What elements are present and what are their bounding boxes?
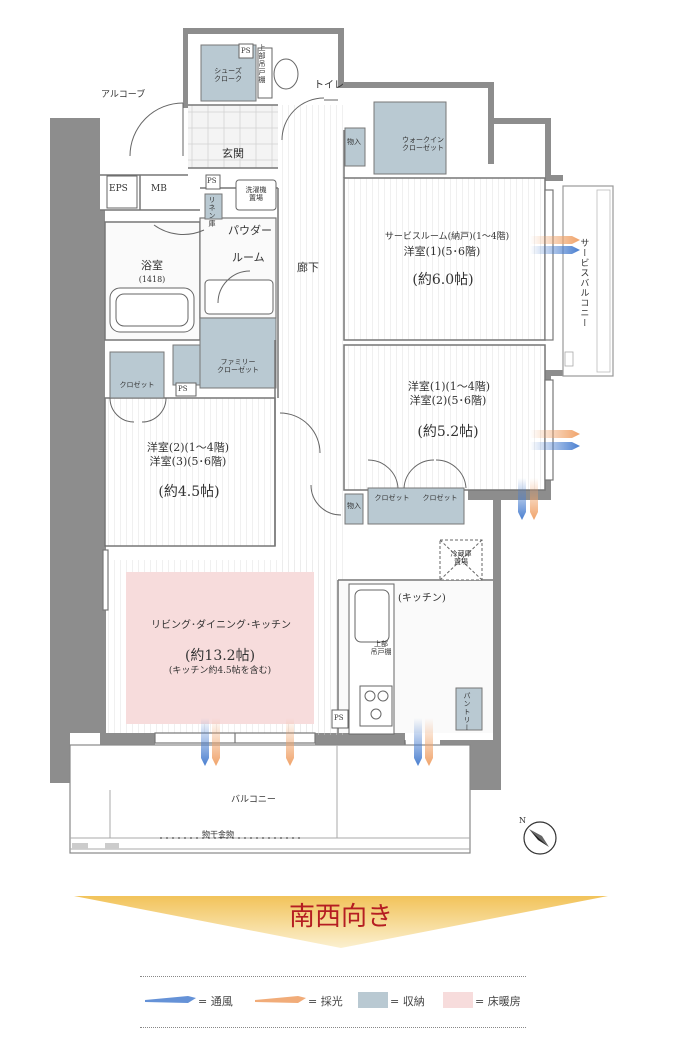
compass-icon [523, 821, 557, 855]
ldk-label: リビング･ダイニング･キッチン [151, 620, 291, 631]
shoes-closet-label: シューズ クローク [214, 67, 242, 84]
alcove-label: アルコーブ [101, 90, 146, 100]
legend-ventilation-swatch [145, 996, 196, 1003]
service-room-line2: 洋室(1)(5･6階) [403, 245, 481, 258]
interior-floor [104, 105, 546, 735]
floor-heating-area [126, 572, 314, 724]
laundry-label: 洗濯機 置場 [245, 186, 267, 203]
corridor-label: 廊下 [297, 261, 319, 274]
legend-daylight: = 採光 [308, 995, 343, 1008]
airflow-arrows [201, 236, 580, 766]
legend-floor-heating-swatch [443, 992, 473, 1008]
entrance-label: 玄関 [222, 147, 244, 160]
ps-kitchen-label: PS [334, 714, 344, 722]
direction-label: 南西向き [288, 902, 393, 932]
linen-label: リネン庫 [208, 196, 217, 228]
toilet-label: トイレ [314, 80, 344, 91]
balcony-area [69, 744, 471, 854]
legend-storage: = 収納 [390, 995, 425, 1008]
wet-area-fixtures [106, 43, 299, 397]
bath-size-label: (1418) [138, 275, 166, 284]
service-balcony-area [562, 185, 614, 377]
closet-left-label: クロゼット [119, 381, 155, 389]
legend-daylight-swatch [255, 996, 306, 1003]
legend-ventilation: = 通風 [198, 995, 233, 1008]
compass-north-label: N [519, 816, 526, 825]
ldk-note: (キッチン約4.5帖を含む) [168, 666, 272, 676]
walkin-closet-label: ウォークイン クローゼット [402, 136, 444, 153]
mb-label: MB [151, 184, 167, 194]
western2-line1: 洋室(2)(1〜4階) [146, 441, 230, 454]
family-closet-label: ファミリー クローゼット [217, 358, 259, 375]
kitchen-label: (キッチン) [398, 593, 446, 604]
upper-cabinet-kitchen-label: 上部 吊戸棚 [370, 640, 392, 657]
drying-label: 物干金物 [202, 830, 234, 839]
powder-label: パウダー [228, 224, 272, 237]
upper-cabinet-toilet-label: 上部吊戸棚 [258, 44, 267, 84]
service-balcony-label: サービスバルコニー [578, 238, 589, 328]
kitchen-fixtures [331, 539, 483, 735]
legend-floor-heating: = 床暖房 [475, 995, 521, 1008]
eps-label: EPS [109, 184, 128, 194]
service-room-size: (約6.0帖) [412, 272, 474, 288]
ldk-size: (約13.2帖) [184, 648, 256, 664]
ps-top-label: PS [241, 47, 251, 55]
closet-b-label: クロゼット [422, 494, 458, 502]
powder-room-label: ルーム [232, 251, 265, 264]
storage-small-label: 物入 [347, 502, 361, 510]
pantry-label: パントリー [463, 692, 472, 732]
balcony-label: バルコニー [231, 795, 276, 805]
western1-size: (約5.2帖) [417, 424, 479, 440]
legend-storage-swatch [358, 992, 388, 1008]
legend: = 通風 = 採光 = 収納 = 床暖房 [140, 976, 526, 1028]
direction-banner [74, 896, 608, 948]
bath-label: 浴室 [141, 259, 163, 272]
western2-line2: 洋室(3)(5･6階) [149, 455, 227, 468]
legend-swatches [145, 992, 473, 1008]
service-room-line1: サービスルーム(納戸)(1〜4階) [384, 232, 510, 242]
ps-entry-label: PS [207, 177, 217, 185]
fridge-label: 冷蔵庫 置場 [450, 550, 472, 567]
western2-size: (約4.5帖) [158, 484, 220, 500]
closet-a-label: クロゼット [374, 494, 410, 502]
western1-line1: 洋室(1)(1〜4階) [407, 380, 491, 393]
western1-line2: 洋室(2)(5･6階) [409, 394, 487, 407]
ps-family-label: PS [178, 385, 188, 393]
storage-hall-label: 物入 [347, 138, 361, 146]
